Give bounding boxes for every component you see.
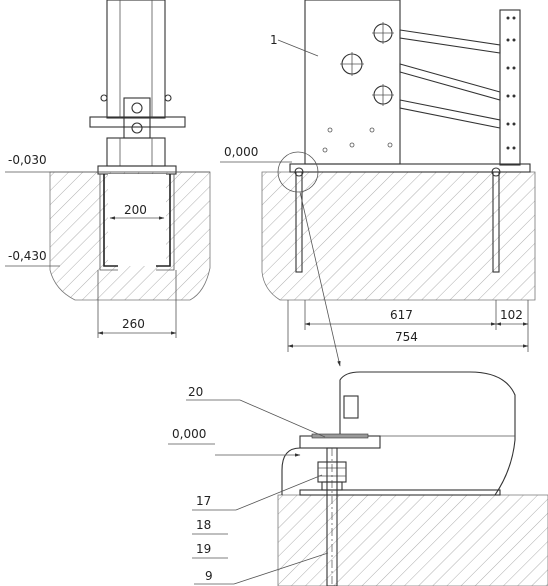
right-brace-mid — [399, 63, 501, 101]
right-brace-low — [399, 99, 501, 129]
detail-callout-18: 18 — [196, 518, 211, 532]
detail-marker-circle — [277, 151, 319, 193]
detail-callout-17: 17 — [196, 494, 211, 508]
detail-post-outline — [339, 371, 516, 496]
left-level-bottom: -0,430 — [8, 249, 47, 263]
left-u-anchor — [103, 174, 171, 267]
left-dim-260: 260 — [122, 317, 145, 331]
right-soil — [261, 171, 536, 301]
right-dim-754: 754 — [395, 330, 418, 344]
left-column — [106, 0, 166, 119]
right-level-zero: 0,000 — [224, 145, 258, 159]
detail-callout-20: 20 — [188, 385, 203, 399]
detail-view: 0,000 20 17 18 19 9 — [168, 371, 548, 586]
right-view: 1 0,000 617 102 754 — [220, 0, 536, 367]
right-base-plate — [289, 163, 531, 173]
right-anchor-bolt-left — [295, 171, 303, 273]
left-level-top: -0,030 — [8, 153, 47, 167]
detail-soil — [277, 494, 548, 586]
left-view: -0,030 -0,430 200 260 — [5, 0, 211, 338]
right-part-label: 1 — [270, 33, 278, 47]
right-anchor-bolt-right — [492, 171, 500, 273]
right-brace-top — [399, 29, 501, 54]
detail-callout-19: 19 — [196, 542, 211, 556]
left-clamp-bar — [89, 116, 186, 128]
right-dim-617: 617 — [390, 308, 413, 322]
right-dim-102: 102 — [500, 308, 523, 322]
left-dim-200: 200 — [124, 203, 147, 217]
detail-level-zero: 0,000 — [172, 427, 206, 441]
detail-callout-9: 9 — [205, 569, 213, 583]
right-upright — [499, 9, 521, 166]
